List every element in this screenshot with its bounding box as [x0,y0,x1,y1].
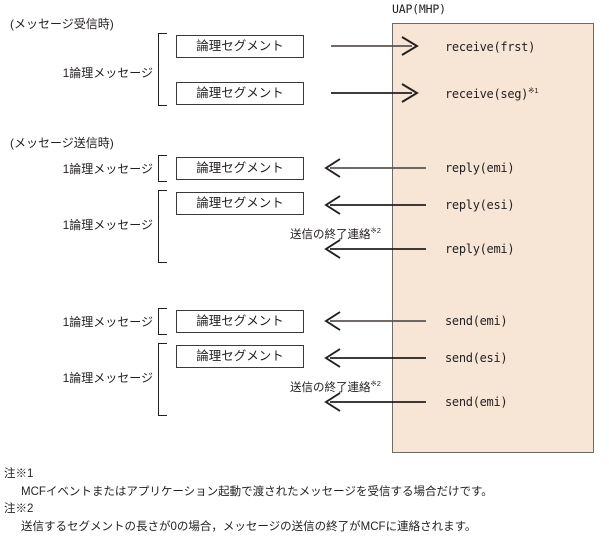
api-call-6: send(emi) [445,314,508,328]
message-label-1: 1論理メッセージ [62,66,153,80]
footnote-1-text: MCFイベントまたはアプリケーション起動で渡されたメッセージを受信する場合だけで… [21,485,493,498]
group-bracket-4 [158,308,167,335]
segment-box-6: 論理セグメント [176,345,304,368]
message-label-4: 1論理メッセージ [62,315,153,329]
uap-panel [392,23,594,453]
section-header-receive: (メッセージ受信時) [10,17,114,31]
group-bracket-5 [158,343,167,416]
api-call-8: send(emi) [445,395,508,409]
api-call-4: reply(esi) [445,198,515,212]
api-call-2: receive(seg)※1 [445,86,539,101]
api-call-7: send(esi) [445,351,508,365]
footnote-2-marker: 注※2 [4,503,34,515]
message-label-5: 1論理メッセージ [62,371,153,385]
footnotes-block: 注※1 MCFイベントまたはアプリケーション起動で渡されたメッセージを受信する場… [4,466,605,536]
footnote-1-marker: 注※1 [4,468,34,480]
end-notice-label-2: 送信の終了連絡※2 [290,379,381,394]
segment-box-2: 論理セグメント [176,82,304,105]
api-call-5: reply(emi) [445,242,515,256]
message-label-2: 1論理メッセージ [62,162,153,176]
api-call-3: reply(emi) [445,161,515,175]
segment-box-4: 論理セグメント [176,192,304,215]
message-label-3: 1論理メッセージ [62,218,153,232]
group-bracket-3 [158,190,167,263]
uap-panel-caption: UAP(MHP) [392,2,446,16]
api-call-1: receive(frst) [445,40,536,54]
segment-box-1: 論理セグメント [176,35,304,58]
segment-box-3: 論理セグメント [176,157,304,180]
group-bracket-1 [158,33,167,106]
group-bracket-2 [158,155,167,182]
footnote-2-text: 送信するセグメントの長さが0の場合，メッセージの送信の終了がMCFに連絡されます… [21,520,477,533]
end-notice-label-1: 送信の終了連絡※2 [290,226,381,241]
segment-box-5: 論理セグメント [176,310,304,333]
section-header-send: (メッセージ送信時) [10,136,114,150]
